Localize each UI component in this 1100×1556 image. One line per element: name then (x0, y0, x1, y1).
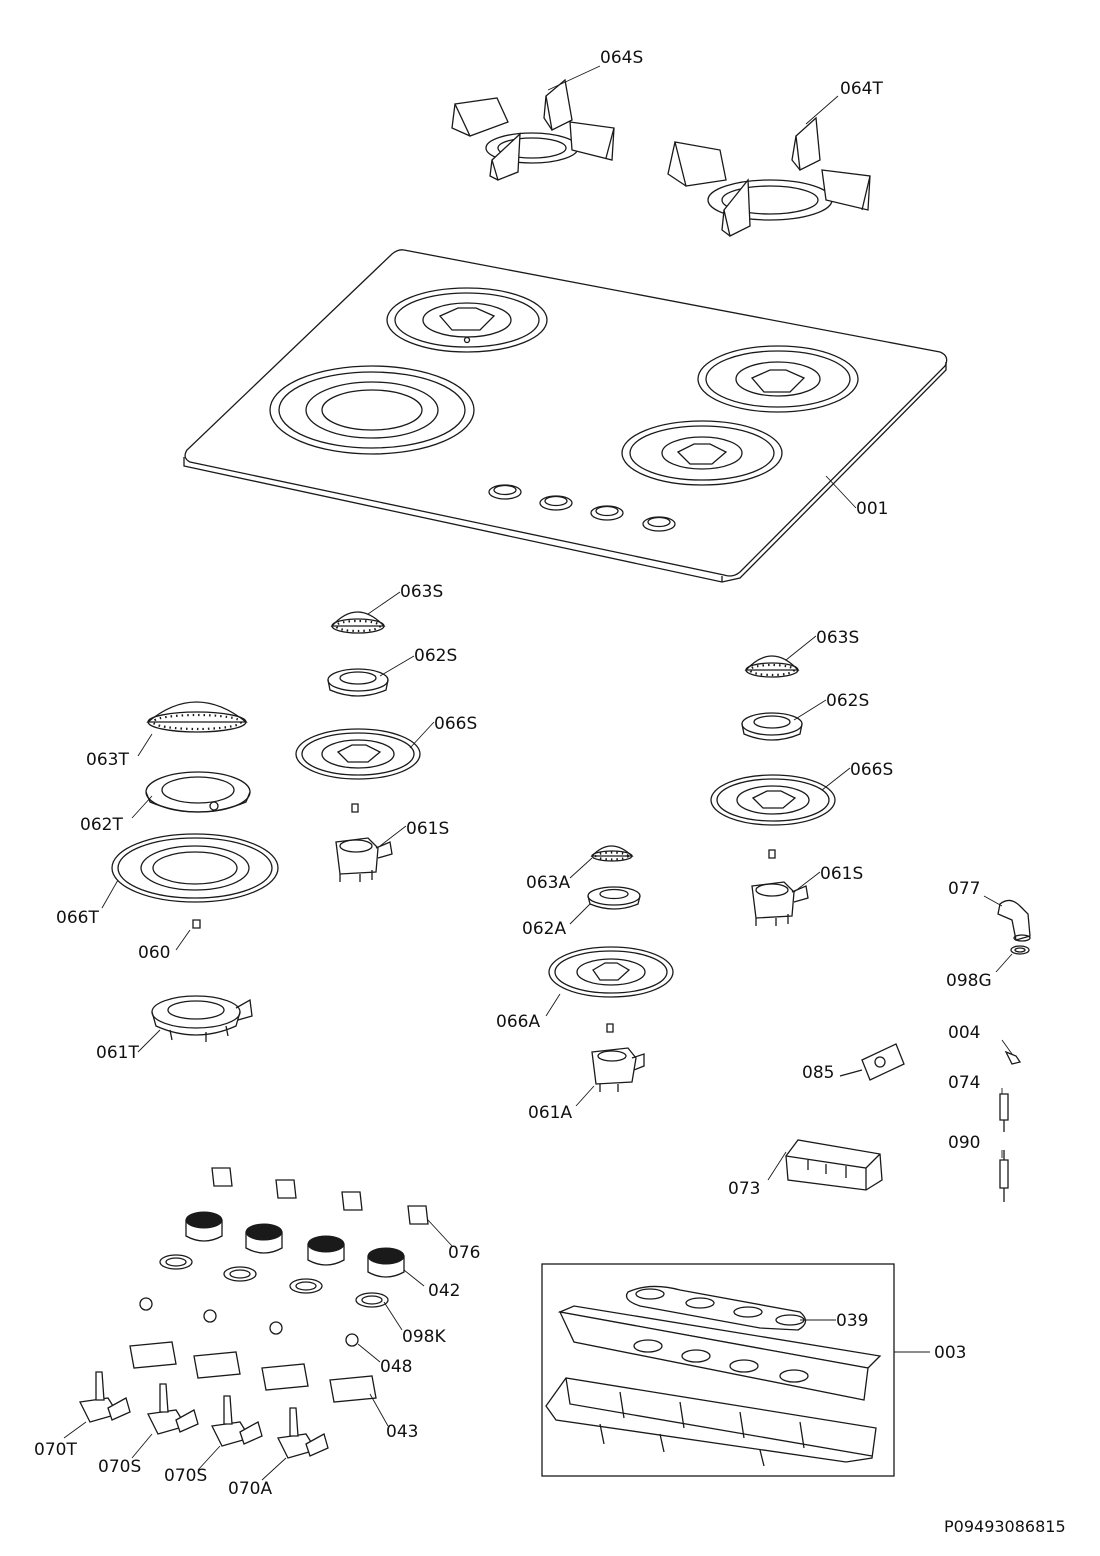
washer-098g (1010, 945, 1030, 955)
label-066a: 066A (496, 1012, 540, 1032)
burner-ring-066t (111, 833, 279, 903)
label-060: 060 (138, 943, 170, 963)
leader-lines (63, 65, 1013, 1481)
clip-004 (1004, 1050, 1022, 1065)
burner-cap-063s-left (330, 611, 386, 634)
springs-048 (139, 1297, 359, 1347)
label-066t: 066T (56, 908, 99, 928)
label-070s-2: 070S (164, 1466, 207, 1486)
label-061a: 061A (528, 1103, 572, 1123)
label-074: 074 (948, 1073, 980, 1093)
label-098g: 098G (946, 971, 992, 991)
injector-left (351, 803, 359, 813)
label-062a: 062A (522, 919, 566, 939)
label-066s-right: 066S (850, 760, 893, 780)
burner-cap-063s-right (744, 655, 800, 678)
label-064t: 064T (840, 79, 883, 99)
burner-cap-063t (146, 701, 248, 733)
burner-body-061a (591, 1047, 645, 1092)
diagram-reference-number: P09493086815 (944, 1517, 1066, 1536)
label-061t: 061T (96, 1043, 139, 1063)
pan-support-large (667, 116, 871, 237)
label-063s-right: 063S (816, 628, 859, 648)
label-066s-left: 066S (434, 714, 477, 734)
label-043: 043 (386, 1422, 418, 1442)
burner-ring-066a (548, 946, 674, 998)
burner-crown-062s-right (741, 712, 803, 741)
label-063s-left: 063S (400, 582, 443, 602)
label-042: 042 (428, 1281, 460, 1301)
label-001: 001 (856, 499, 888, 519)
injector-aux (606, 1023, 614, 1033)
bezel-washers-098k (159, 1254, 389, 1308)
pan-support-small (451, 78, 615, 181)
label-073: 073 (728, 1179, 760, 1199)
label-070s-1: 070S (98, 1457, 141, 1477)
elbow-connector-077 (997, 899, 1031, 942)
burner-body-061s-right (751, 881, 809, 926)
electrode-090 (999, 1150, 1009, 1202)
switches-043 (129, 1341, 377, 1403)
label-004: 004 (948, 1023, 980, 1043)
injector-right (768, 849, 776, 859)
label-061s-left: 061S (406, 819, 449, 839)
hob-top-glass (183, 249, 948, 583)
burner-body-061s-left (335, 837, 393, 882)
burner-ring-066s-left (295, 728, 421, 780)
label-062s-left: 062S (414, 646, 457, 666)
label-070t: 070T (34, 1440, 77, 1460)
gas-valves-070 (79, 1371, 329, 1459)
label-063a: 063A (526, 873, 570, 893)
burner-body-061t (151, 995, 253, 1042)
label-098k: 098K (402, 1327, 446, 1347)
burner-ring-066s-right (710, 774, 836, 826)
label-064s: 064S (600, 48, 643, 68)
burner-crown-062a (587, 886, 641, 910)
label-061s-right: 061S (820, 864, 863, 884)
control-panel-assembly-box (541, 1263, 930, 1477)
label-048: 048 (380, 1357, 412, 1377)
part-labels: 064S 064T 001 063S 062S 066S 061S 063T 0… (34, 48, 992, 1499)
control-knobs-042 (185, 1211, 405, 1278)
thermocouple-074 (999, 1093, 1009, 1132)
burner-crown-062s-left (327, 668, 389, 697)
label-085: 085 (802, 1063, 834, 1083)
label-063t: 063T (86, 750, 129, 770)
label-003: 003 (934, 1343, 966, 1363)
burner-crown-062t (145, 771, 251, 813)
label-039: 039 (836, 1311, 868, 1331)
label-070a: 070A (228, 1479, 272, 1499)
label-090: 090 (948, 1133, 980, 1153)
label-076: 076 (448, 1243, 480, 1263)
injector-060 (192, 919, 201, 929)
burner-cap-063a (590, 845, 634, 862)
label-062t: 062T (80, 815, 123, 835)
knob-clips-076 (211, 1167, 429, 1225)
bracket-085 (839, 1043, 905, 1081)
ignition-unit-073 (785, 1139, 883, 1191)
label-062s-right: 062S (826, 691, 869, 711)
label-077: 077 (948, 879, 980, 899)
